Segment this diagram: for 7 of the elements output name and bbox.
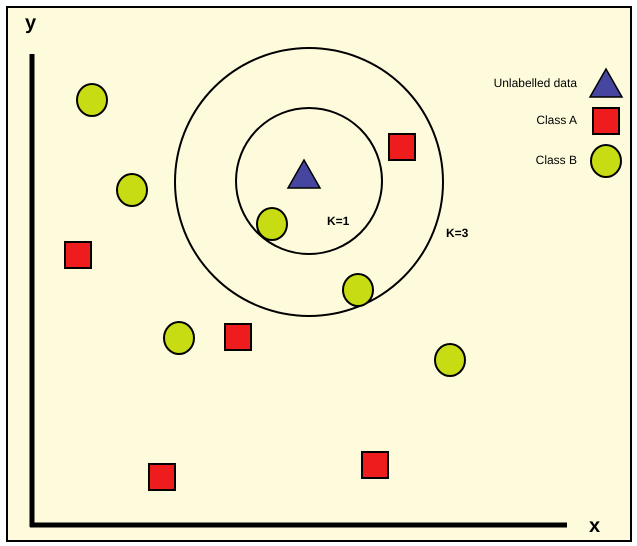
legend-label: Class A: [536, 113, 577, 127]
legend-label: Unlabelled data: [494, 76, 577, 90]
k-label: K=3: [446, 226, 468, 240]
axis-label: x: [589, 515, 600, 538]
k-label: K=1: [327, 214, 350, 228]
legend-label: Class B: [536, 153, 577, 167]
axis-label: y: [25, 12, 36, 35]
